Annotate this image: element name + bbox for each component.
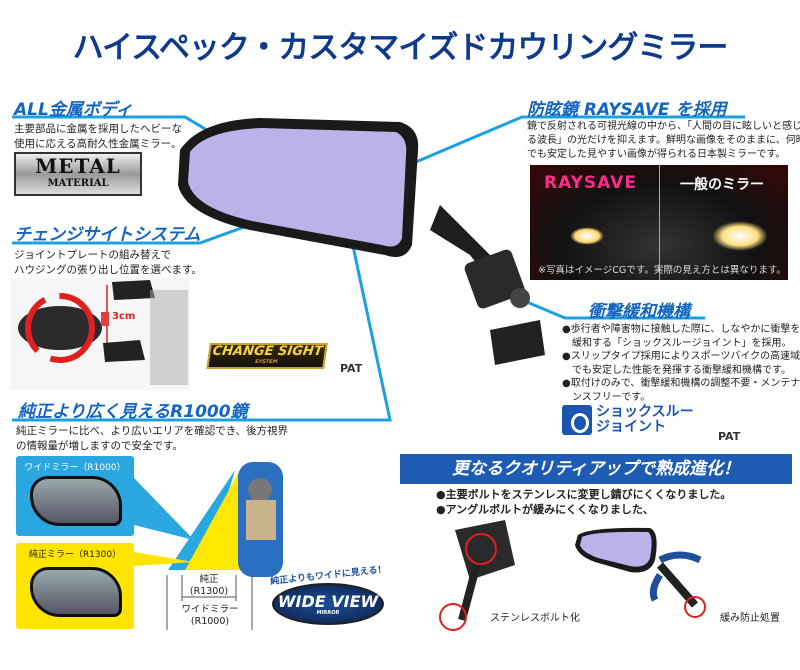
stock-mirror-label: 純正ミラー（R1300） (28, 550, 122, 560)
wide-mirror-view (30, 476, 122, 526)
page-title: ハイスペック・カスタマイズドカウリングミラー (72, 30, 729, 66)
wide-mirror-label: ワイドミラー（R1000） (24, 463, 126, 473)
bullet-line: ●スリップタイプ採用によりスポーツバイクの高速域 (562, 351, 800, 362)
stock-mirror-view (30, 567, 122, 617)
text-line: 主要部品に金属を採用したヘビーな (14, 123, 182, 135)
text-line: (R1300) (189, 586, 229, 597)
raysave-label: RAYSAVE (544, 173, 637, 193)
stock-mirror-box: 純正ミラー（R1300） (16, 543, 134, 629)
change-sight-photo (10, 278, 190, 390)
quality-banner: 更なるクオリティアップで熟成進化！ (400, 454, 792, 484)
wide-mirror-box: ワイドミラー（R1000） (16, 456, 134, 536)
text-line: の情報量が増しますので安全です。 (16, 440, 183, 452)
text-line: でも安定した見やすい画像が得られる日本製ミラーです。 (527, 149, 786, 160)
shock-bullets: ●歩行者や障害物に接触した際に、しなやかに衝撃を 緩和する「ショックスルージョイ… (562, 323, 800, 404)
text-line: 純正ミラーに比べ、より広いエリアを確認でき、後方視界 (16, 425, 289, 437)
offset-label: 3cm (112, 311, 136, 322)
motorcycle-fov-illustration (134, 462, 283, 630)
text-line: る波長」の光だけを抑えます。鮮明な画像をそのままに、何時 (527, 135, 800, 146)
text-line: ハウジングの張り出し位置を選べます。 (14, 264, 202, 276)
image-note: ※写真はイメージCGです。実際の見え方とは異なります。 (538, 265, 786, 276)
logo-line2: ジョイント (596, 419, 666, 435)
shock-through-logo: ショックスルー ジョイント (562, 405, 694, 435)
shock-pat: PAT (718, 430, 741, 443)
metal-body-heading: ALL金属ボディ (14, 100, 133, 120)
comparison-divider (659, 165, 660, 280)
quality-photos (439, 520, 706, 631)
bullet-line: ●アングルボルトが緩みにくくなりました、 (436, 503, 654, 516)
quality-bullets: ●主要ボルトをステンレスに変更し錆びにくくなりました。 ●アングルボルトが緩みに… (436, 487, 731, 517)
change-sight-text: ジョイントプレートの組み替えで ハウジングの張り出し位置を選べます。 (14, 248, 202, 278)
raysave-heading: 防眩鏡 RAYSAVE を採用 (527, 100, 727, 120)
change-sight-pat: PAT (340, 362, 363, 375)
bullet-line: ●取付けのみで、衝撃緩和機構の調整不要・メンテナ (562, 378, 800, 389)
wide-view-badge: WIDE VIEW MIRROR (272, 583, 384, 625)
text-line: 使用に応える高耐久性金属ミラー。 (14, 138, 182, 150)
caption-anti-loosening: 緩み防止処置 (720, 613, 780, 624)
change-sight-heading: チェンジサイトシステム (14, 225, 201, 245)
shock-joint-icon (562, 405, 592, 435)
text-line: ワイドミラー (181, 604, 239, 615)
mirror-glass (188, 128, 407, 247)
headlight-right (712, 221, 768, 251)
logo-sub: SYSTEM (254, 359, 278, 365)
bullet-line: ンスフリーです。 (562, 391, 651, 403)
text-line: 純正 (199, 574, 219, 585)
text-line: 鏡で反射される可視光線の中から、「人間の目に眩しいと感じ (527, 121, 800, 132)
normal-mirror-label: 一般のミラー (680, 177, 764, 193)
bullet-line: でも安定した性能を発揮する衝撃緩和機構です。 (562, 364, 791, 376)
raysave-text: 鏡で反射される可視光線の中から、「人間の目に眩しいと感じ る波長」の光だけを抑え… (527, 120, 800, 162)
headlight-left (570, 227, 604, 245)
badge-line1: METAL (35, 154, 121, 178)
metal-body-text: 主要部品に金属を採用したヘビーな 使用に応える高耐久性金属ミラー。 (14, 122, 182, 152)
text-line: (R1000) (190, 616, 230, 627)
text-line: ジョイントプレートの組み替えで (14, 249, 172, 261)
wide-mirror-heading: 純正より広く見えるR1000鏡 (18, 402, 248, 422)
badge-sub: MIRROR (316, 610, 340, 616)
badge-main: WIDE VIEW (277, 592, 379, 611)
logo-main: CHANGE SIGHT (211, 344, 324, 359)
main-mirror-image (178, 118, 545, 365)
logo-line1: ショックスルー (596, 404, 694, 420)
change-sight-logo: CHANGE SIGHT SYSTEM (206, 343, 328, 369)
bullet-line: ●歩行者や障害物に接触した際に、しなやかに衝撃を (562, 324, 800, 335)
fov-wide-label: ワイドミラー (R1000) (172, 604, 248, 628)
raysave-comparison-image: RAYSAVE 一般のミラー ※写真はイメージCGです。実際の見え方とは異なりま… (530, 165, 788, 280)
metal-material-badge: METAL MATERIAL (14, 152, 142, 196)
shock-heading: 衝撃緩和機構 (588, 302, 690, 322)
bullet-line: ●主要ボルトをステンレスに変更し錆びにくくなりました。 (436, 488, 732, 501)
wide-mirror-text: 純正ミラーに比べ、より広いエリアを確認でき、後方視界 の情報量が増しますので安全… (16, 424, 288, 454)
fov-stock-label: 純正 (R1300) (184, 574, 234, 598)
bullet-line: 緩和する「ショックスルージョイント」を採用。 (562, 337, 792, 349)
caption-stainless-bolt: ステンレスボルト化 (490, 613, 580, 624)
badge-line2: MATERIAL (47, 178, 109, 189)
